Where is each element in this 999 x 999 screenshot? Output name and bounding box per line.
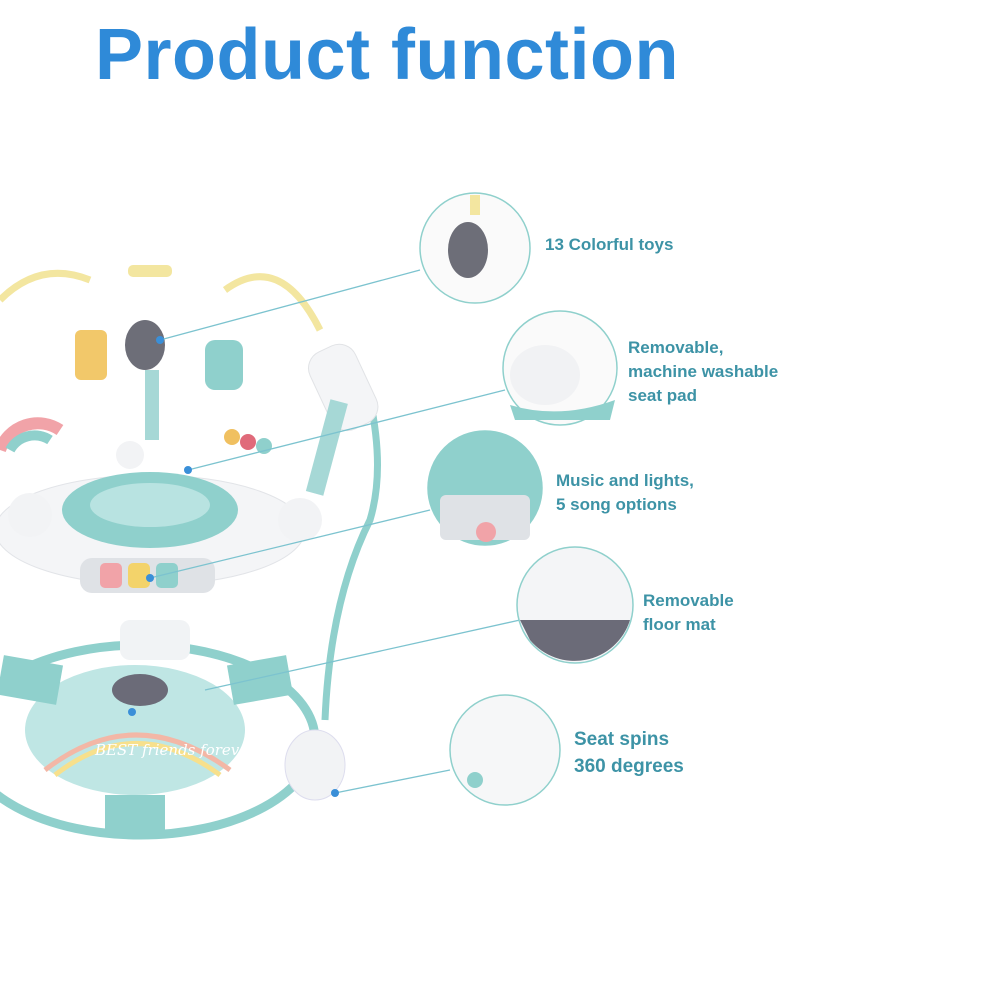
detail-seat-pad [502, 310, 618, 426]
callout-lines [149, 269, 521, 794]
hanging-toys [0, 320, 348, 496]
feature-seat-pad: Removable, machine washable seat pad [628, 338, 779, 405]
detail-spin-base [449, 694, 561, 806]
detail-music-lights [427, 430, 543, 546]
jumper-base: BEST friends forever [0, 620, 346, 840]
seat-tray [0, 441, 322, 593]
page-title: Product function [95, 15, 679, 95]
feature-floor-mat: Removable floor mat [643, 591, 734, 634]
mat-text: BEST friends forever [94, 741, 256, 759]
feature-seat-spins: Seat spins 360 degrees [574, 729, 684, 777]
detail-floor-mat [516, 546, 634, 664]
feature-colorful-toys: 13 Colorful toys [545, 235, 674, 254]
feature-music-lights: Music and lights, 5 song options [556, 471, 694, 514]
detail-toys [419, 192, 531, 304]
callout-dots [128, 336, 339, 797]
